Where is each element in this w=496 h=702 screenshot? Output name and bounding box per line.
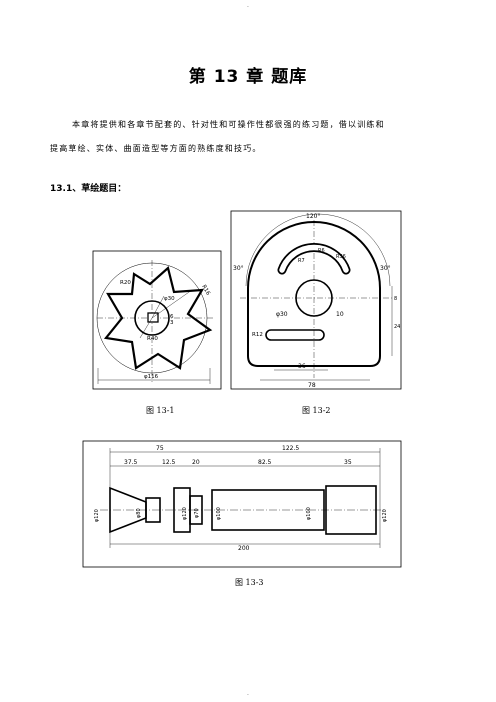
figure-13-3-drawing: 75 122.5 37.5 12.5 20 82.5 35 φ120 φ80 φ… bbox=[82, 440, 402, 568]
frame bbox=[230, 210, 402, 390]
bottom-mark: . bbox=[247, 690, 249, 697]
dim-75: 75 bbox=[156, 445, 164, 452]
dim-12-5: 12.5 bbox=[162, 459, 176, 466]
neck-1 bbox=[145, 497, 161, 523]
section-heading: 13.1、草绘题目： bbox=[50, 184, 127, 194]
dim-r36: R36 bbox=[336, 254, 346, 260]
dim-36: 36 bbox=[298, 363, 306, 370]
plate-outline bbox=[247, 221, 381, 367]
dim-r16: R16 bbox=[200, 284, 211, 297]
dim-10: 10 bbox=[336, 311, 344, 318]
dim-35: 35 bbox=[344, 459, 352, 466]
dim-20: 20 bbox=[192, 459, 200, 466]
dim-30-right: 30° bbox=[380, 265, 391, 272]
figure-13-1-drawing: R20 φ30 R40 6 3 R16 φ116 bbox=[92, 250, 222, 390]
intro-line-1: 本章将提供和各章节配套的、针对性和可操作性都很强的练习题，借以训练和 bbox=[72, 120, 385, 129]
dim-r7: R7 bbox=[298, 258, 305, 264]
dim-37-5: 37.5 bbox=[124, 459, 138, 466]
dim-78: 78 bbox=[308, 382, 316, 389]
dim-200: 200 bbox=[238, 545, 250, 552]
inner-circle bbox=[134, 300, 170, 336]
dim-d120-a: φ120 bbox=[94, 509, 100, 522]
page-title: 第 13 章 题库 bbox=[188, 67, 308, 87]
figure-13-2-drawing: 120° 30° 30° R7 R6 R36 8 φ30 10 24 R12 3… bbox=[230, 210, 402, 390]
dim-3: 3 bbox=[170, 320, 174, 326]
dim-d70: φ70 bbox=[194, 508, 200, 518]
intro-line-2: 提高草绘、实体、曲面造型等方面的熟练度和技巧。 bbox=[50, 144, 262, 153]
dim-6: 6 bbox=[170, 314, 174, 320]
dim-r40: R40 bbox=[147, 336, 158, 342]
dim-r20: R20 bbox=[120, 280, 131, 286]
dim-r6: R6 bbox=[318, 248, 325, 254]
dim-r12: R12 bbox=[252, 332, 263, 338]
star-outline bbox=[103, 265, 213, 370]
end-cylinder bbox=[325, 485, 377, 535]
frame bbox=[82, 440, 402, 568]
figure-13-2-caption: 图 13-2 bbox=[302, 406, 331, 415]
dim-82-5: 82.5 bbox=[258, 459, 272, 466]
dim-d100-a: φ100 bbox=[216, 507, 222, 520]
dim-d30: φ30 bbox=[276, 311, 288, 318]
dim-24: 24 bbox=[394, 324, 400, 330]
dim-d120-c: φ120 bbox=[382, 509, 388, 522]
main-shaft bbox=[211, 489, 325, 531]
center-hole bbox=[295, 279, 333, 317]
bottom-slot bbox=[265, 329, 325, 341]
dim-122-5: 122.5 bbox=[282, 445, 299, 452]
leader-d30 bbox=[151, 295, 165, 319]
dim-d120-b: φ120 bbox=[182, 507, 188, 520]
leader-r20 bbox=[151, 289, 193, 319]
dim-d30: φ30 bbox=[164, 296, 175, 302]
frame bbox=[92, 250, 222, 390]
neck-2 bbox=[189, 495, 203, 525]
leader-r40 bbox=[139, 317, 153, 339]
top-mark: . bbox=[247, 2, 249, 9]
dim-8: 8 bbox=[394, 296, 397, 302]
dim-116: φ116 bbox=[144, 374, 159, 380]
figure-13-3-caption: 图 13-3 bbox=[235, 578, 264, 587]
dim-d80: φ80 bbox=[136, 508, 142, 518]
dim-d100-b: φ100 bbox=[306, 507, 312, 520]
dim-120: 120° bbox=[306, 213, 320, 220]
figure-13-1-caption: 图 13-1 bbox=[146, 406, 175, 415]
dim-30-left: 30° bbox=[233, 265, 244, 272]
